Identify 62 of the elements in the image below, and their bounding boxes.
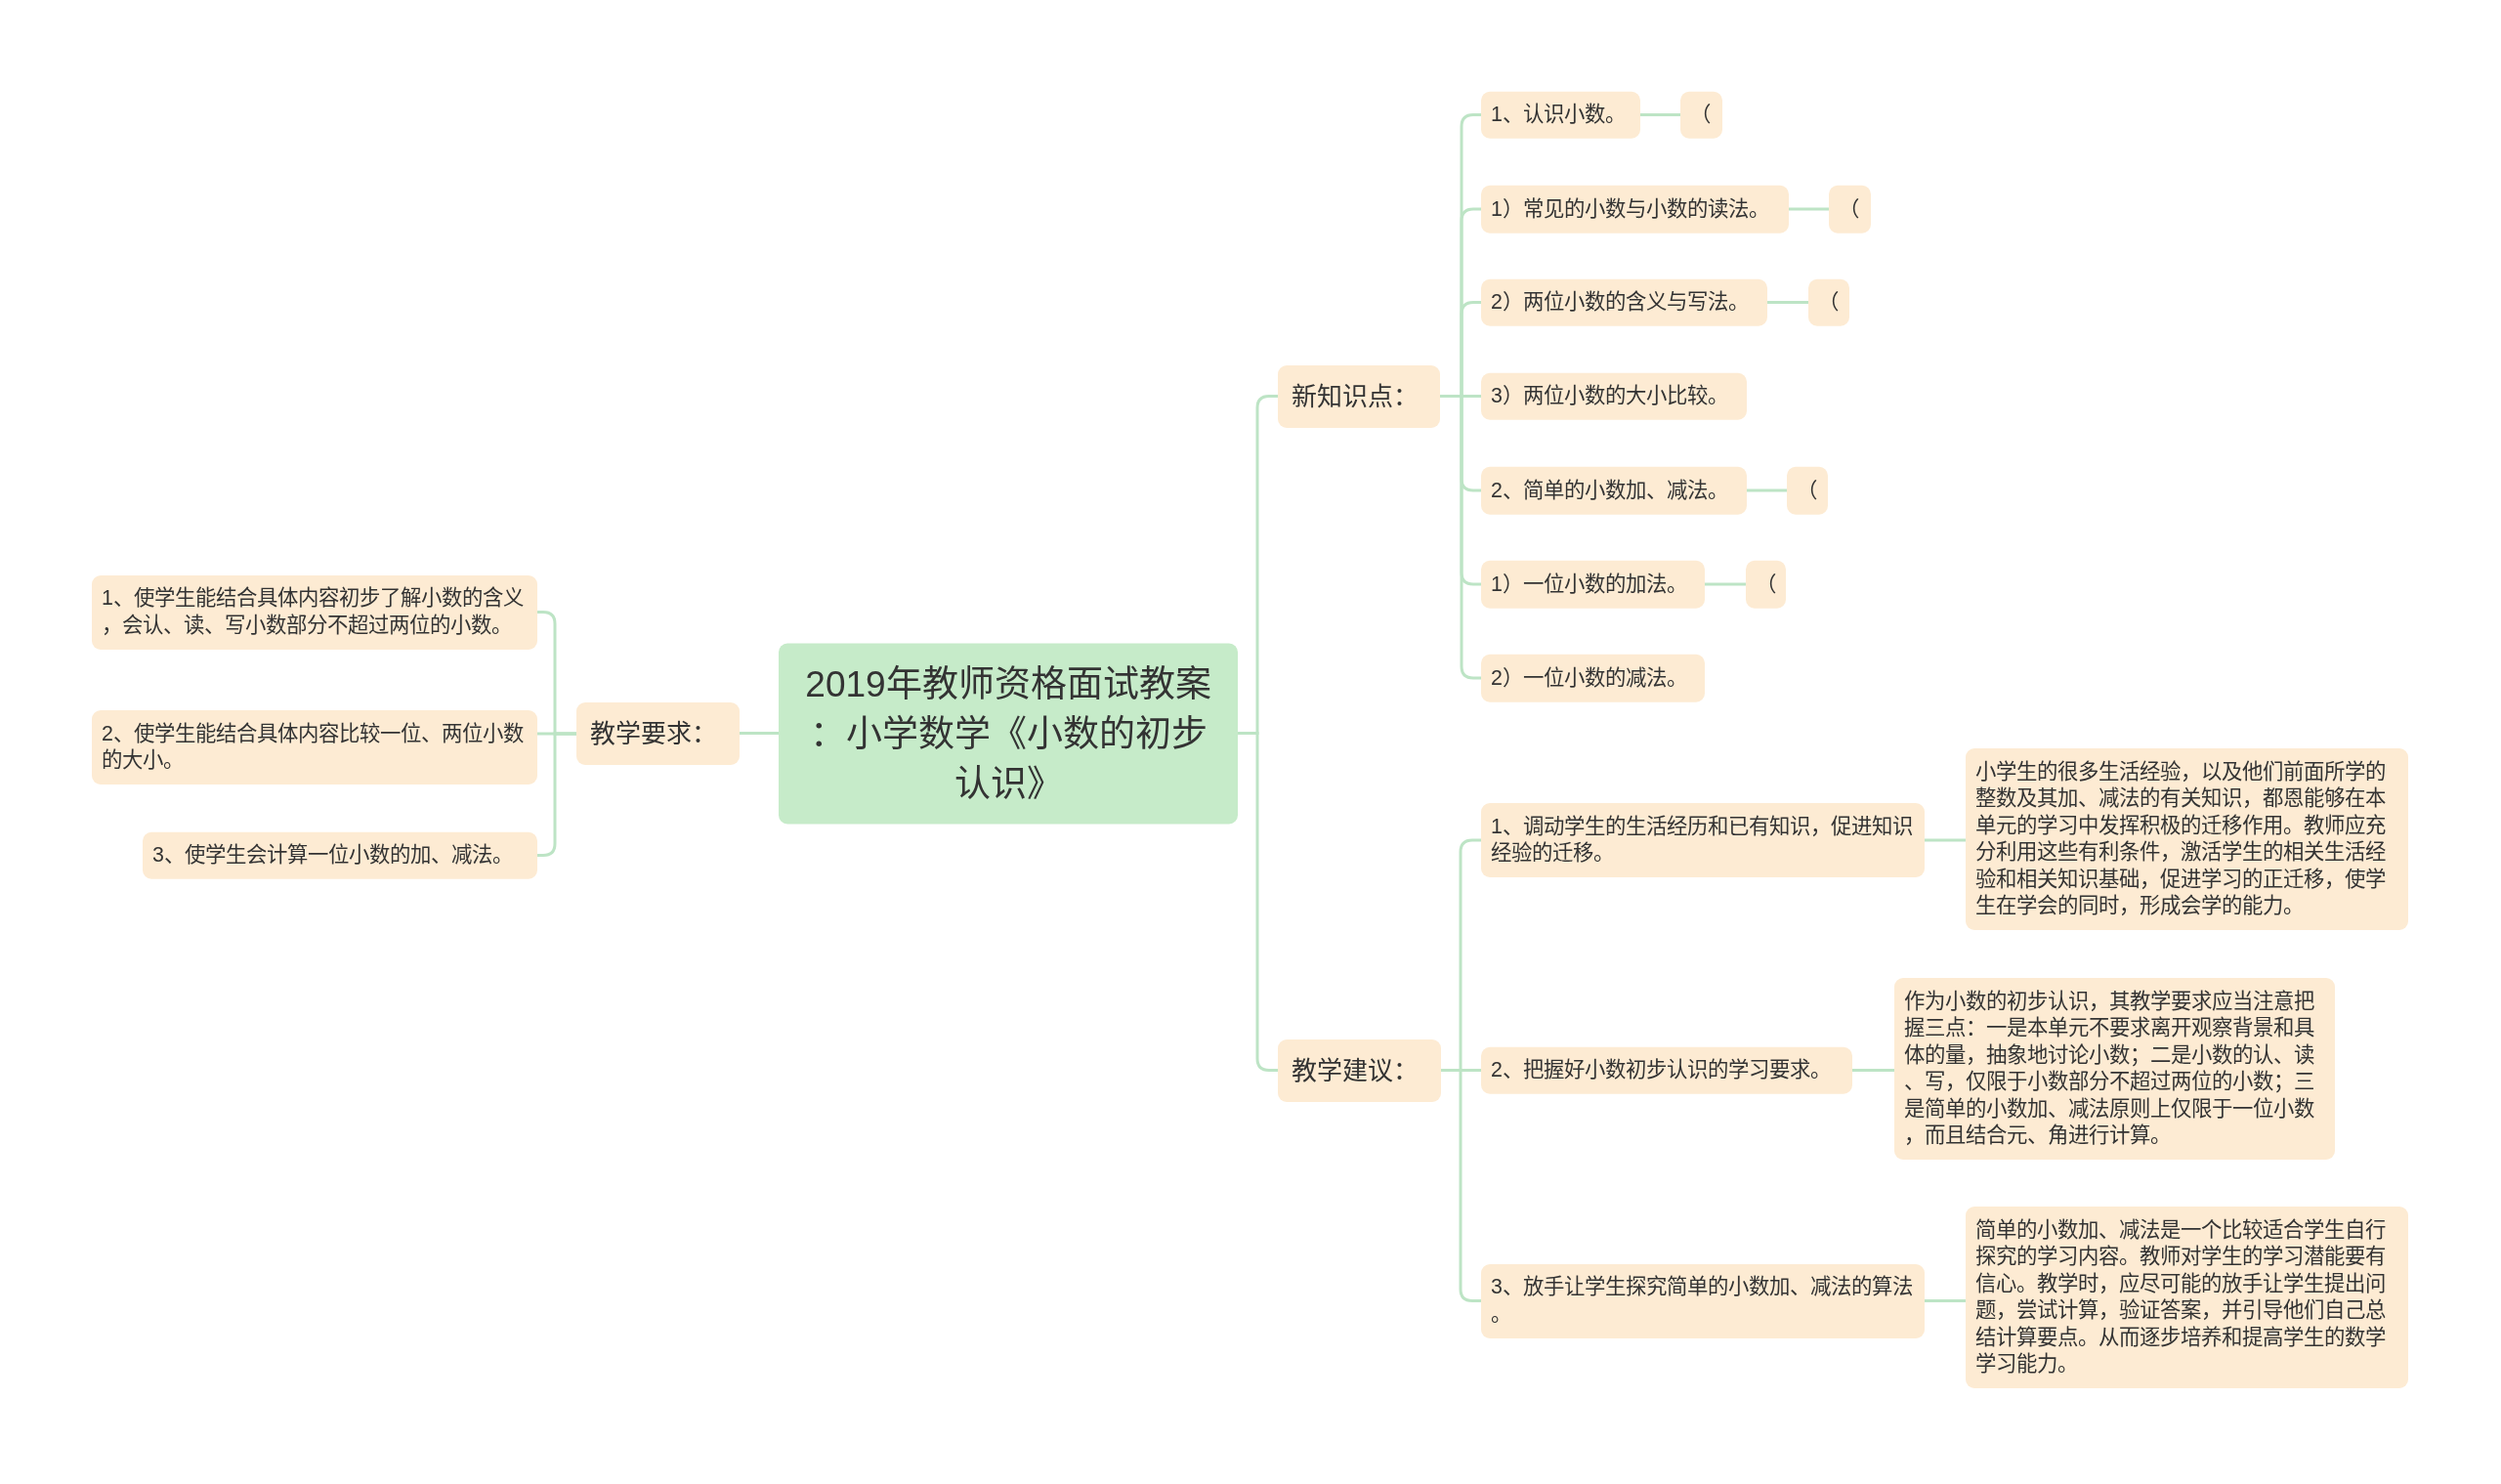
- topic-text: （: [1756, 571, 1776, 598]
- branch-topic: [576, 702, 740, 765]
- topic-text: 2、把握好小数初步认识的学习要求。: [1491, 1056, 1832, 1083]
- topic-text: 简单的小数加、减法是一个比较适合学生自行探究的学习内容。教师对学生的学习潜能要有信心。教学时，应尽可能的放手让学生提出问题，尝试计算，验证答案，并引导他们自己总结计算要点。从而逐步培养和提高学生的数学学习能力。: [1975, 1216, 2387, 1378]
- topic-text: 2）一位小数的减法。: [1491, 664, 1688, 692]
- topic-text: 小学生的很多生活经验，以及他们前面所学的整数及其加、减法的有关知识，都恩能够在本单元的学习中发挥积极的迁移作用。教师应充分利用这些有利条件，激活学生的相关生活经验和相关知识基础，促进学习的正迁移，使学生在学会的同时，形成会学的能力。: [1975, 758, 2387, 919]
- topic-text: 作为小数的初步认识，其教学要求应当注意把握三点：一是本单元不要求离开观察背景和具体的量，抽象地讨论小数；二是小数的认、读、写，仅限于小数部分不超过两位的小数；三是简单的小数加、减法原则上仅限于一位小数，而且结合元、角进行计算。: [1904, 988, 2315, 1149]
- connector-line: [1925, 838, 1966, 842]
- topic-box: [1481, 560, 1705, 609]
- connector-line: [1852, 1069, 1894, 1072]
- topic-box: [1787, 466, 1828, 515]
- topic-box: [1966, 748, 2408, 930]
- topic-box: [1481, 91, 1640, 139]
- topic-text: 2019年教师资格面试教案：小学数学《小数的初步认识》: [804, 662, 1212, 805]
- topic-text: 2、简单的小数加、减法。: [1491, 477, 1729, 504]
- topic-text: （: [1818, 288, 1840, 316]
- topic-text: 2）两位小数的含义与写法。: [1491, 288, 1750, 316]
- connector-line: [740, 732, 779, 735]
- topic-box: [1481, 185, 1789, 233]
- connector-line: [1238, 732, 1278, 1072]
- topic-box: [1680, 91, 1722, 139]
- topic-text: 3、放手让学生探究简单的小数加、减法的算法。: [1491, 1274, 1914, 1328]
- topic-text: 1）一位小数的加法。: [1491, 571, 1688, 598]
- topic-box: [1746, 560, 1786, 609]
- central-topic: [779, 643, 1238, 824]
- topic-text: 3、使学生会计算一位小数的加、减法。: [152, 841, 514, 869]
- topic-box: [1481, 654, 1705, 702]
- topic-box: [1481, 278, 1767, 326]
- topic-box: [1966, 1207, 2408, 1388]
- topic-box: [1481, 803, 1925, 877]
- connector-line: [1705, 582, 1746, 586]
- connector-line: [1767, 301, 1808, 304]
- topic-text: 教学建议：: [1292, 1054, 1420, 1087]
- topic-text: 教学要求：: [590, 718, 718, 750]
- connector-line: [1747, 488, 1787, 492]
- connector-line: [1925, 1299, 1966, 1302]
- topic-text: 1）常见的小数与小数的读法。: [1491, 195, 1770, 223]
- topic-text: 1、调动学生的生活经历和已有知识，促进知识经验的迁移。: [1491, 813, 1914, 867]
- topic-text: 3）两位小数的大小比较。: [1491, 382, 1729, 409]
- topic-box: [92, 574, 537, 650]
- branch-topic: [1278, 1039, 1441, 1102]
- topic-box: [1481, 372, 1747, 420]
- topic-text: 新知识点：: [1292, 380, 1420, 413]
- topic-box: [1829, 185, 1871, 233]
- topic-box: [1894, 978, 2335, 1160]
- topic-box: [1481, 1046, 1852, 1094]
- topic-box: [1481, 466, 1747, 515]
- topic-box: [1481, 1263, 1925, 1338]
- connector-line: [1440, 395, 1481, 680]
- topic-box: [1808, 278, 1849, 326]
- branch-topic: [1278, 364, 1440, 428]
- connector-line: [1789, 207, 1829, 211]
- topic-box: [143, 831, 537, 879]
- topic-text: 2、使学生能结合具体内容比较一位、两位小数的大小。: [102, 720, 525, 774]
- topic-text: （: [1797, 477, 1818, 504]
- topic-text: 1、使学生能结合具体内容初步了解小数的含义，会认、读、写小数部分不超过两位的小数。: [102, 585, 525, 639]
- topic-text: （: [1690, 101, 1712, 128]
- connector-line: [1640, 113, 1680, 116]
- topic-text: （: [1839, 195, 1860, 223]
- connector-line: [537, 732, 576, 857]
- topic-box: [92, 710, 537, 784]
- topic-text: 1、认识小数。: [1491, 101, 1627, 128]
